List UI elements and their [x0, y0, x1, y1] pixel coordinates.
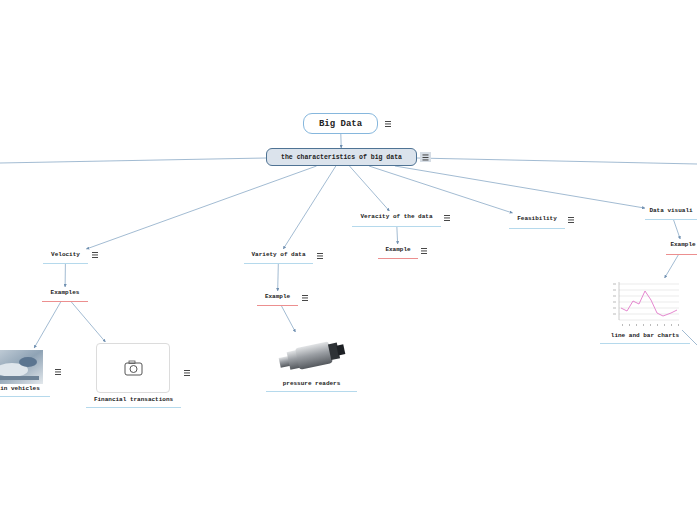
- node-label: Financial transactions: [86, 396, 181, 404]
- image-topic: line and bar charts: [600, 278, 690, 344]
- pressure-sensor-photo: [275, 334, 350, 377]
- node-label: Examples: [42, 289, 88, 297]
- illustration: [611, 280, 681, 333]
- node-label: Velocity: [43, 251, 88, 259]
- branch-connector: [277, 264, 279, 291]
- branch-line: [682, 330, 697, 345]
- camera-icon: [97, 344, 169, 392]
- image-topic: Financial transactions: [86, 342, 181, 408]
- subtopic: Data visuali: [645, 205, 697, 220]
- node-label: Feasibility: [509, 215, 565, 223]
- root-topic: Big Data: [303, 113, 378, 134]
- illustration: [0, 350, 43, 389]
- branch-connector: [65, 264, 66, 287]
- illustration: [275, 334, 350, 382]
- vehicle-photo: [0, 350, 43, 384]
- image-placeholder: [96, 343, 170, 393]
- branch-connector: [349, 166, 389, 211]
- branch-connector: [340, 134, 341, 148]
- offpage-branches: [0, 158, 697, 345]
- subtopic: Feasibility: [509, 213, 565, 229]
- line-chart-image: [611, 280, 681, 328]
- menu-icon: [184, 370, 190, 376]
- node-label: Big Data: [319, 119, 362, 129]
- branch-connector: [369, 166, 513, 213]
- branch-connector: [396, 227, 398, 244]
- node-label: in vehicles: [0, 385, 50, 393]
- menu-icon: [568, 217, 574, 223]
- branch-connector: [86, 166, 316, 249]
- subtopic: Example: [666, 239, 697, 255]
- menu-icon: [421, 248, 427, 254]
- subtopic: Example: [257, 291, 298, 306]
- branch-connector: [282, 306, 296, 332]
- branch-connector: [34, 302, 61, 348]
- menu-icon: [444, 215, 450, 221]
- menu-icon-bg: [420, 152, 431, 162]
- menu-icon: [317, 253, 323, 259]
- menu-icon: [385, 121, 391, 127]
- branch-connector: [71, 302, 105, 342]
- branch-connector: [395, 166, 645, 208]
- menu-icon: [302, 295, 308, 301]
- subtopic: Variety of data: [244, 249, 313, 264]
- node-label: line and bar charts: [600, 332, 690, 340]
- node-label: pressure readers: [266, 380, 357, 388]
- menu-icons: [55, 121, 574, 376]
- node-label: Veracity of the data: [352, 213, 441, 221]
- node-label: Example: [666, 241, 697, 249]
- branch-line: [417, 158, 697, 164]
- menu-icon: [92, 252, 98, 258]
- node-label: Variety of data: [244, 251, 313, 259]
- image-topic: pressure readers: [266, 332, 357, 392]
- node-label: Example: [378, 246, 418, 254]
- node-label: the characteristics of big data: [281, 154, 402, 161]
- subtopic: Velocity: [43, 249, 88, 264]
- menu-icon: [423, 155, 429, 161]
- subtopic: Example: [378, 244, 418, 259]
- node-label: Data visuali: [645, 207, 697, 215]
- branch-connector: [283, 166, 336, 249]
- menu-icon: [55, 369, 61, 375]
- image-topic: in vehicles: [0, 348, 50, 397]
- branch-line: [0, 158, 266, 163]
- node-label: Example: [257, 293, 298, 301]
- branch-connector: [665, 255, 679, 278]
- branch-connector: [674, 220, 681, 239]
- subtopic: Veracity of the data: [352, 211, 441, 227]
- main-topic: the characteristics of big data: [266, 148, 417, 166]
- subtopic: Examples: [42, 287, 88, 302]
